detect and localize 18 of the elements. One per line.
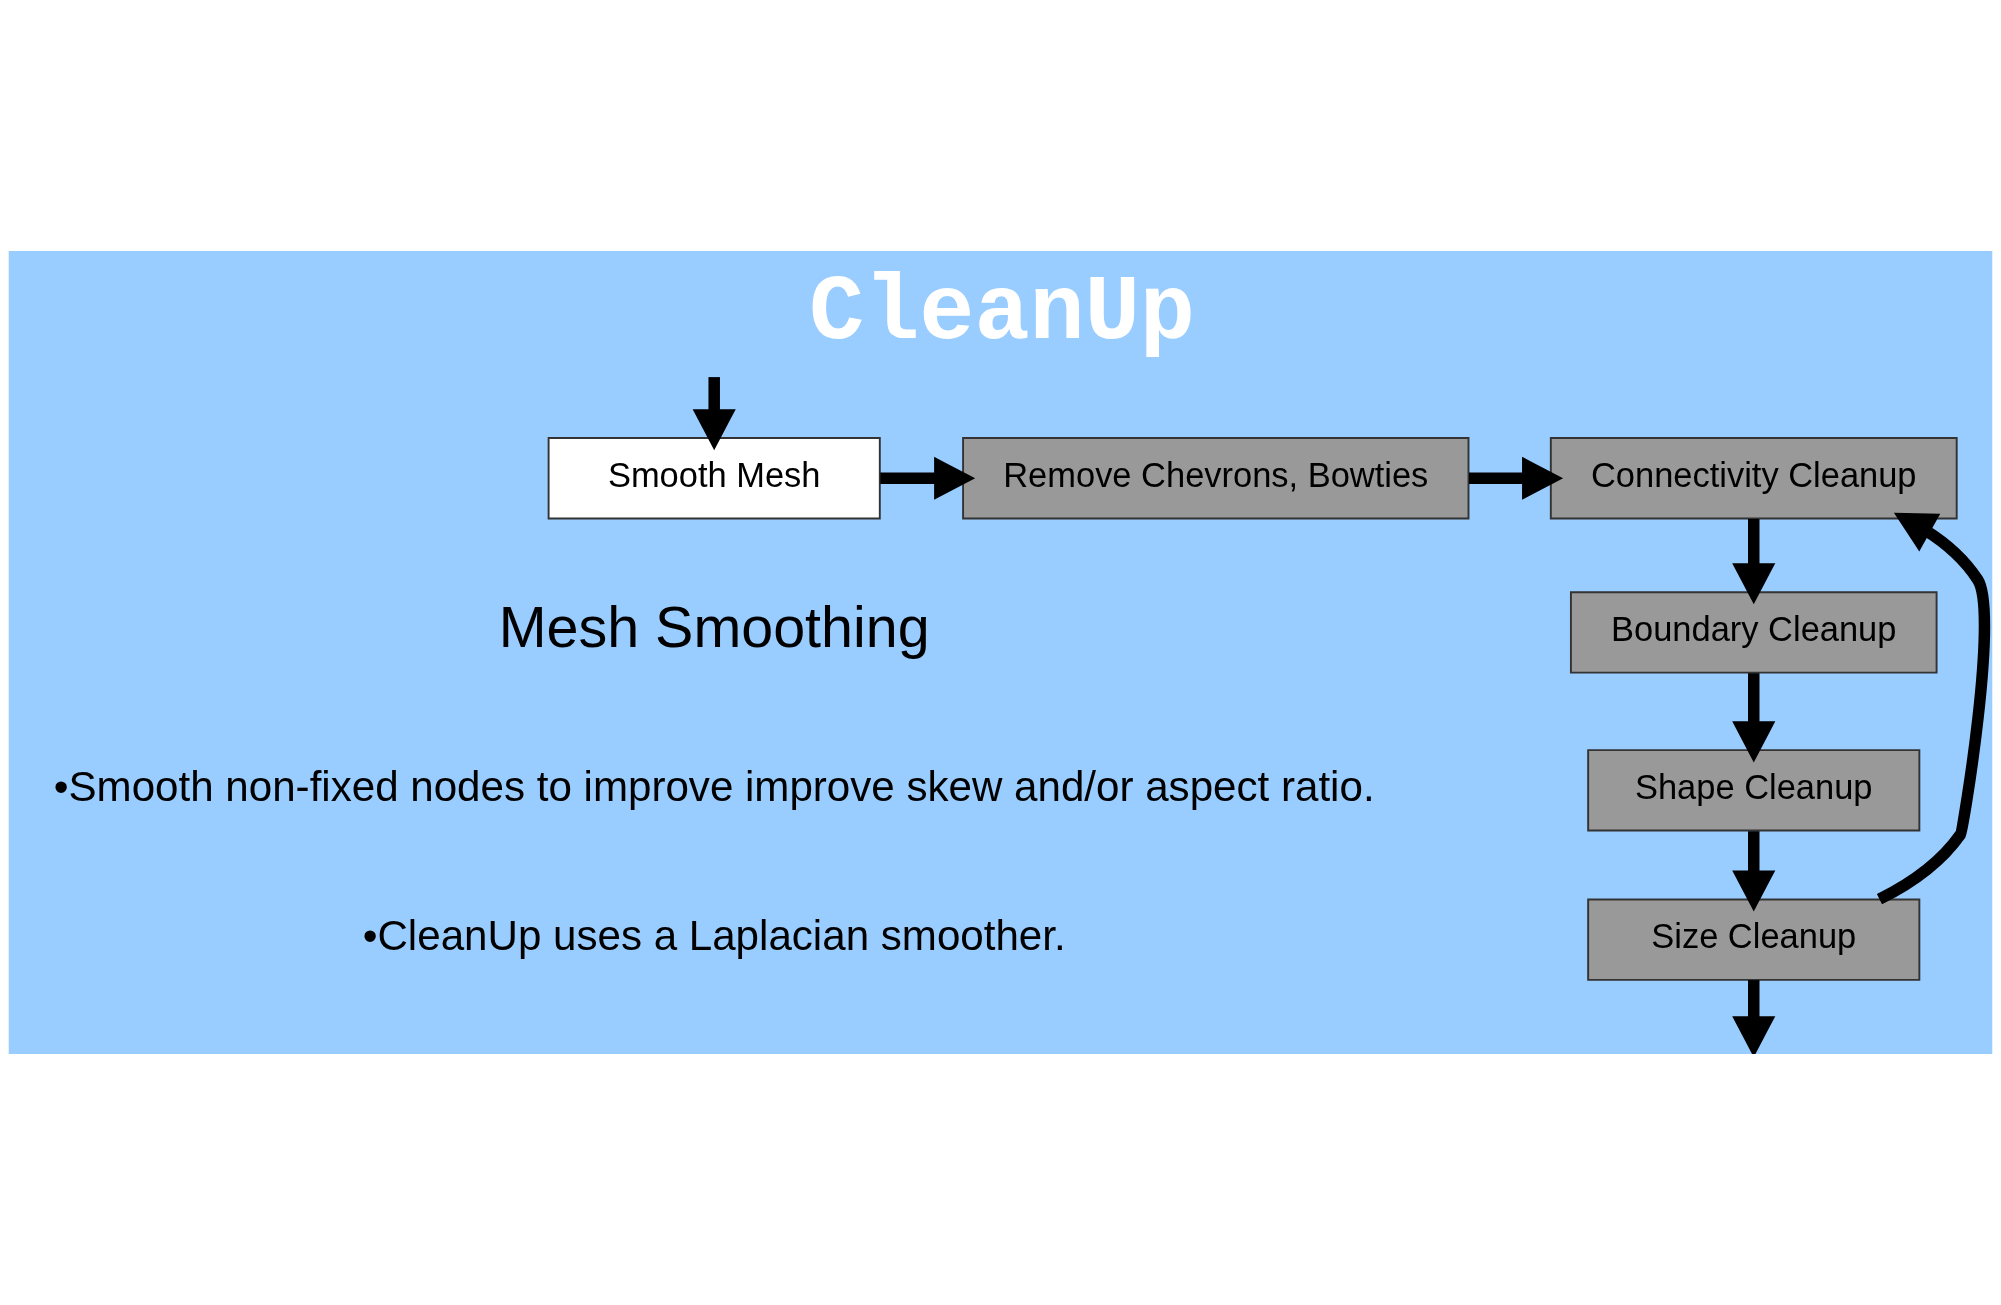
arrow [692,377,736,451]
arrow [1469,456,1564,500]
node-box: Size Cleanup [1587,898,1921,981]
node-box: Boundary Cleanup [1569,591,1938,674]
arrow [1732,831,1776,912]
diagram-title: CleanUp [809,260,1195,366]
node-box: Smooth Mesh [547,437,881,520]
label: •Smooth non-fixed nodes to improve improve skew and/or aspect ratio. [53,763,1375,811]
arrow [1732,980,1776,1054]
node-box: Connectivity Cleanup [1549,437,1958,520]
arrow [880,456,976,500]
arrow [1732,518,1776,605]
node-box: Remove Chevrons, Bowties [962,437,1470,520]
label: Mesh Smoothing [498,594,930,659]
arrow [1876,512,1991,905]
node-box: Shape Cleanup [1587,749,1921,832]
label: •CleanUp uses a Laplacian smoother. [362,912,1066,960]
arrow [1732,673,1776,763]
